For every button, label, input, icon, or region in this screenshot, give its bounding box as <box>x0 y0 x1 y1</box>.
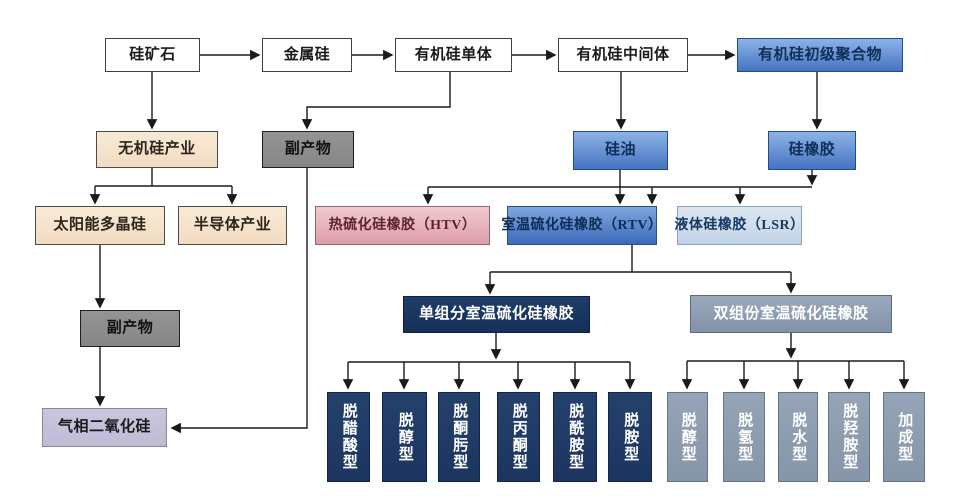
node-deamine-type: 脱胺型 <box>608 392 652 482</box>
node-solar-polysilicon: 太阳能多晶硅 <box>35 206 165 245</box>
node-deacetic-acid-type: 脱醋酸型 <box>327 392 370 482</box>
node-silicone-rubber: 硅橡胶 <box>768 131 856 170</box>
connector <box>301 72 451 130</box>
node-organosilicon-intermediate: 有机硅中间体 <box>558 38 688 72</box>
node-one-component-rtv: 单组分室温硫化硅橡胶 <box>403 296 590 333</box>
node-htv: 热硫化硅橡胶（HTV） <box>315 206 490 245</box>
node-semiconductor-industry: 半导体产业 <box>178 206 287 245</box>
node-silica-ore: 硅矿石 <box>105 38 200 72</box>
node-organosilicon-monomer: 有机硅单体 <box>395 38 512 72</box>
node-dehydroxylamine-type: 脱羟胺型 <box>828 392 870 482</box>
connector-group <box>89 49 910 434</box>
node-organosilicon-primary-polymer: 有机硅初级聚合物 <box>737 38 903 72</box>
node-dewater-type: 脱水型 <box>778 392 818 482</box>
node-byproduct-metal-silicon: 副产物 <box>262 131 354 168</box>
node-deacetone-type: 脱丙酮型 <box>497 392 540 482</box>
node-dealcohol-type-1: 脱醇型 <box>382 392 427 482</box>
node-deketoxime-type: 脱酮肟型 <box>438 392 480 482</box>
node-addition-type: 加成型 <box>883 392 925 482</box>
node-silicone-oil: 硅油 <box>573 131 668 170</box>
node-dehydrogen-type: 脱氢型 <box>723 392 765 482</box>
node-inorganic-silicon-industry: 无机硅产业 <box>96 131 218 168</box>
node-metal-silicon: 金属硅 <box>262 38 352 72</box>
node-lsr: 液体硅橡胶（LSR） <box>674 206 804 245</box>
connector <box>170 168 308 434</box>
node-dealcohol-type-2: 脱醇型 <box>667 392 708 482</box>
node-two-component-rtv: 双组份室温硫化硅橡胶 <box>690 295 892 333</box>
node-byproduct-polysilicon: 副产物 <box>80 310 180 347</box>
node-rtv: 室温硫化硅橡胶（RTV） <box>501 206 662 245</box>
node-deamide-type: 脱酰胺型 <box>553 392 597 482</box>
node-fumed-silica: 气相二氧化硅 <box>42 408 167 447</box>
